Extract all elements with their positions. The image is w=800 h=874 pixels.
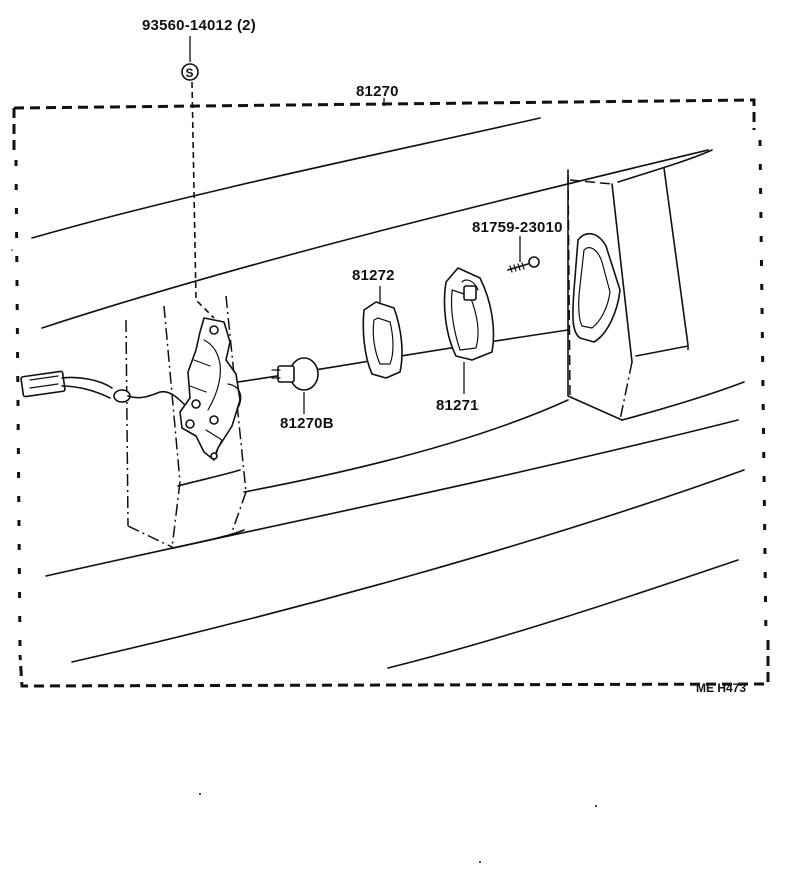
label-bolt: 93560-14012 (2): [142, 17, 256, 34]
speck: [479, 861, 481, 863]
speck: [199, 793, 201, 795]
bolt-symbol: [181, 63, 199, 81]
label-assembly: 81270: [356, 83, 399, 100]
body-panel-outline: [11, 117, 745, 669]
side-reflector-inner: [578, 247, 611, 329]
label-bulb: 81270B: [280, 415, 334, 432]
label-lens: 81271: [436, 397, 479, 414]
socket-housing: [179, 317, 242, 461]
speck: [595, 805, 597, 807]
label-lens-gasket: 81272: [352, 267, 395, 284]
screw: [507, 256, 540, 273]
label-figure-code: ME H473: [696, 681, 746, 695]
assembly-frame: [12, 98, 770, 688]
lens-gasket: [362, 301, 403, 379]
assembly-frame-left: [14, 159, 22, 651]
lens: [443, 267, 495, 361]
side-reflector: [572, 233, 621, 343]
assembly-frame-right: [758, 139, 768, 641]
label-screw: 81759-23010: [472, 219, 563, 236]
bulb: [271, 357, 319, 391]
label-bolt-mark: S: [186, 66, 194, 80]
leader-bolt-dashed: [191, 81, 215, 319]
socket-wire-harness: [20, 370, 189, 409]
